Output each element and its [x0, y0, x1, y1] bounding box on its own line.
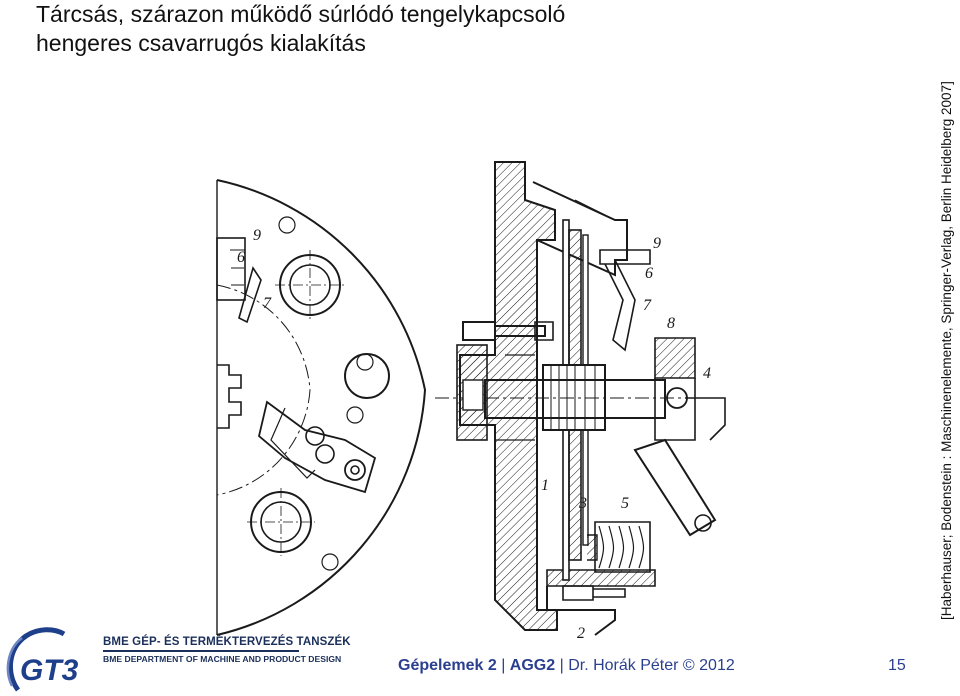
source-citation: [Haberhauser; Bodenstein : Maschinenelem… — [939, 81, 954, 620]
label-1: 1 — [541, 477, 549, 494]
separator-1: | — [501, 657, 506, 674]
department-divider — [103, 650, 299, 652]
course-info: Gépelemek 2 | AGG2 | Dr. Horák Péter © 2… — [398, 657, 735, 675]
logo-text: GT3 — [20, 654, 79, 687]
department-name-hu: BME GÉP- ÉS TERMÉKTERVEZÉS TANSZÉK — [103, 636, 351, 648]
label-5: 5 — [621, 495, 629, 512]
department-name-en: BME DEPARTMENT OF MACHINE AND PRODUCT DE… — [103, 653, 342, 664]
label-7-right: 7 — [643, 297, 652, 314]
front-view: 9 6 7 — [216, 179, 427, 636]
label-6-left: 6 — [237, 249, 245, 266]
page-number: 15 — [888, 657, 906, 674]
label-6-right: 6 — [645, 265, 653, 282]
separator-2: | — [559, 657, 564, 674]
label-9-right: 9 — [653, 235, 661, 252]
department-block: BME GÉP- ÉS TERMÉKTERVEZÉS TANSZÉK BME D… — [103, 636, 351, 664]
title-line-1: Tárcsás, szárazon működő súrlódó tengely… — [36, 1, 566, 27]
label-3: 3 — [578, 495, 587, 512]
course-name: Gépelemek 2 — [398, 657, 497, 674]
label-7-left: 7 — [263, 295, 272, 312]
course-code: AGG2 — [509, 657, 556, 674]
slide-footer: GT3 BME GÉP- ÉS TERMÉKTERVEZÉS TANSZÉK B… — [0, 624, 960, 696]
label-4: 4 — [703, 365, 711, 382]
label-8: 8 — [667, 315, 675, 332]
slide-title: Tárcsás, szárazon működő súrlódó tengely… — [36, 0, 566, 58]
title-line-2: hengeres csavarrugós kialakítás — [36, 30, 366, 56]
clutch-technical-drawing: 9 6 7 — [216, 161, 726, 642]
author-copyright: Dr. Horák Péter © 2012 — [568, 657, 735, 674]
section-view: 9 6 7 8 4 1 3 5 2 — [435, 161, 726, 642]
label-2: 2 — [577, 625, 585, 642]
gt3-logo: GT3 — [6, 627, 79, 692]
label-9-left: 9 — [253, 227, 261, 244]
